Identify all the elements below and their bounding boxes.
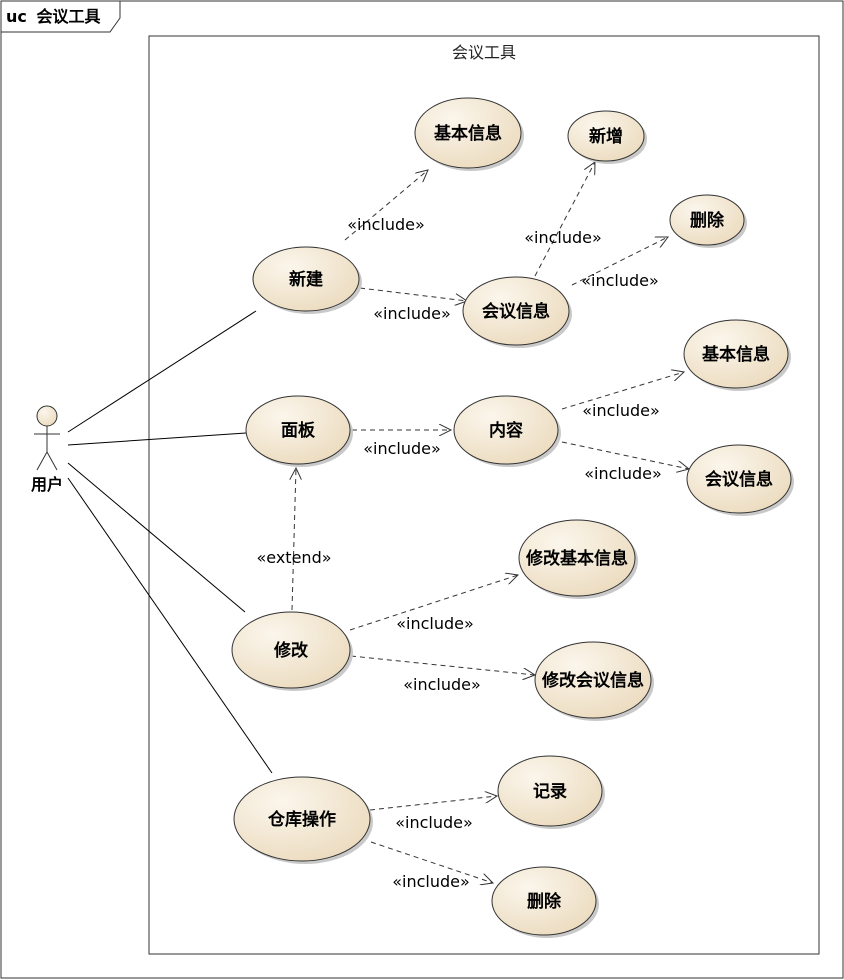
- frame-tab: [0, 0, 121, 33]
- include-label: «include»: [581, 271, 659, 290]
- include-label: «include»: [396, 614, 474, 633]
- usecase-jiben-right[interactable]: 基本信息: [683, 319, 791, 391]
- include-label: «include»: [373, 304, 451, 323]
- actor-leg-right: [46, 451, 58, 471]
- usecase-label: 新增: [589, 126, 623, 147]
- include-label: «include»: [363, 439, 441, 458]
- boundary-title: 会议工具: [452, 43, 516, 62]
- usecase-jilu[interactable]: 记录: [497, 755, 605, 829]
- usecase-label: 会议信息: [705, 469, 773, 490]
- usecase-huiyi-right[interactable]: 会议信息: [686, 444, 794, 516]
- include-neirong-huiyi[interactable]: [561, 441, 689, 469]
- usecase-label: 删除: [527, 891, 562, 912]
- include-label: «include»: [524, 228, 602, 247]
- usecase-label: 修改基本信息: [525, 548, 628, 569]
- extend-label: «extend»: [256, 548, 331, 567]
- assoc-user-mianban[interactable]: [67, 432, 247, 446]
- usecase-cangku[interactable]: 仓库操作: [233, 776, 373, 864]
- include-cangku-shanchu[interactable]: [370, 841, 493, 883]
- usecase-label: 内容: [489, 420, 523, 441]
- usecase-xiugai-jiben[interactable]: 修改基本信息: [518, 519, 638, 599]
- usecase-mianban[interactable]: 面板: [245, 395, 353, 467]
- include-neirong-jiben[interactable]: [561, 372, 684, 410]
- usecase-label: 面板: [281, 420, 316, 441]
- actor-leg-left: [36, 451, 48, 471]
- usecase-label: 修改: [273, 640, 309, 661]
- usecase-xinjian[interactable]: 新建: [252, 246, 362, 314]
- usecase-neirong[interactable]: 内容: [453, 395, 561, 467]
- svg-text:uc 会议工具: uc 会议工具: [6, 7, 100, 26]
- actor-label: 用户: [31, 475, 63, 494]
- include-xiugai-xgjiben[interactable]: [349, 575, 518, 631]
- assoc-user-xinjian[interactable]: [67, 310, 257, 433]
- extend-xiugai-mianban[interactable]: [292, 468, 296, 611]
- include-label: «include»: [392, 872, 470, 891]
- usecase-label: 记录: [533, 782, 567, 802]
- usecase-label: 仓库操作: [267, 809, 336, 830]
- include-label: «include»: [347, 215, 425, 234]
- include-label: «include»: [395, 813, 473, 832]
- include-label: «include»: [584, 464, 662, 483]
- include-label: «include»: [403, 675, 481, 694]
- usecase-label: 修改会议信息: [541, 670, 644, 691]
- usecase-label: 新建: [289, 269, 323, 290]
- usecase-label: 会议信息: [482, 301, 550, 322]
- usecase-xinzeng[interactable]: 新增: [567, 110, 647, 164]
- usecase-label: 删除: [690, 210, 725, 231]
- usecase-xiugai-huiyi[interactable]: 修改会议信息: [534, 641, 654, 721]
- include-label: «include»: [582, 401, 660, 420]
- include-xinjian-jiben[interactable]: [344, 170, 428, 241]
- actor-user[interactable]: 用户: [31, 405, 63, 494]
- include-xiugai-xghuiyi[interactable]: [350, 655, 535, 675]
- usecase-label: 基本信息: [433, 123, 502, 144]
- usecase-label: 基本信息: [701, 344, 770, 365]
- usecase-huiyi-top[interactable]: 会议信息: [462, 276, 572, 348]
- usecase-jiben-top[interactable]: 基本信息: [414, 97, 524, 171]
- usecase-shanchu-bottom[interactable]: 删除: [491, 866, 599, 938]
- assoc-user-xiugai[interactable]: [67, 462, 246, 613]
- include-huiyi-xinzeng[interactable]: [534, 162, 595, 277]
- actor-head: [36, 405, 58, 427]
- usecase-xiugai[interactable]: 修改: [231, 611, 353, 691]
- frame-kind: uc: [6, 7, 27, 26]
- include-cangku-jilu[interactable]: [369, 796, 497, 811]
- usecase-shanchu-top[interactable]: 删除: [669, 194, 747, 248]
- frame-title: 会议工具: [36, 7, 100, 26]
- assoc-user-cangku[interactable]: [67, 477, 273, 774]
